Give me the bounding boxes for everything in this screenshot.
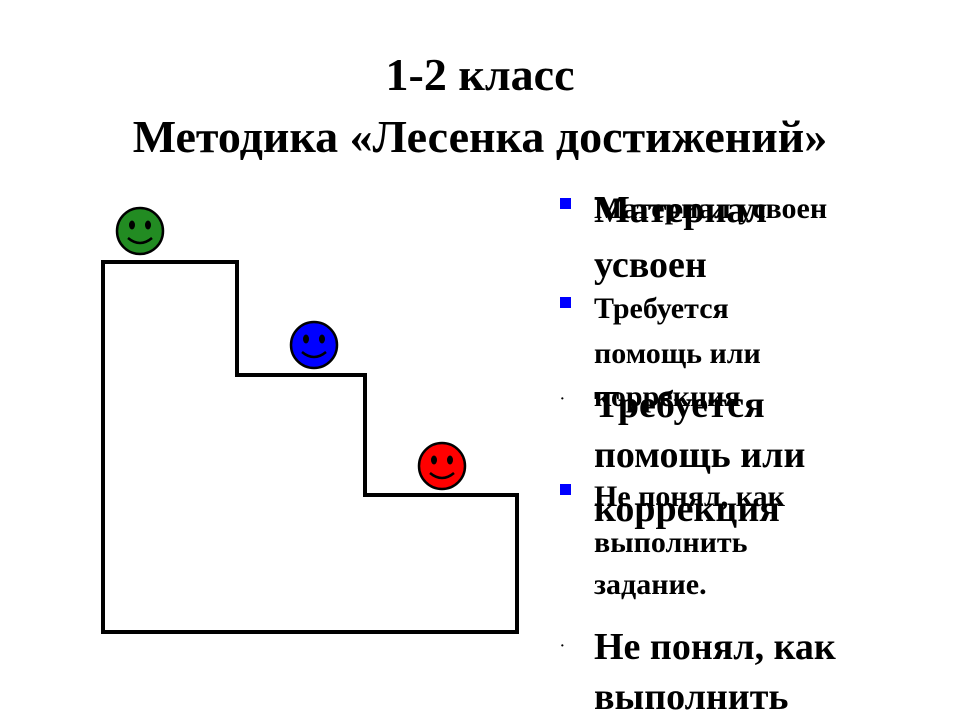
blue-smiley-icon [289, 320, 339, 370]
legend-large-item-notunderstood-line2: выполнить [594, 676, 789, 718]
bullet-square-icon [560, 484, 571, 495]
legend-small-item-notunderstood-line2: выполнить [594, 526, 748, 559]
bullet-square-icon [560, 297, 571, 308]
legend-large-item-help-line3: коррекция [594, 488, 780, 530]
legend-large-item-learned-line2: усвоен [594, 244, 707, 286]
legend-large-item-help-line1: Требуется [594, 384, 765, 426]
legend-small-item-help-line3: коррекция [594, 380, 741, 413]
legend-small-item-notunderstood-line3: задание. [594, 568, 707, 601]
bullet-dot-icon: · [560, 639, 565, 654]
legend-small-item-notunderstood-line1: Не понял, как [594, 480, 785, 513]
legend-small-item-help-line1: Требуется [594, 292, 729, 325]
staircase-outline [101, 260, 519, 634]
legend-small-item-help-line2: помощь или [594, 337, 761, 370]
red-smiley-icon [417, 441, 467, 491]
legend-large-item-learned-line1: Материал [594, 189, 768, 231]
legend-large-item-help-line2: помощь или [594, 434, 806, 476]
legend-large-item-notunderstood-line1: Не понял, как [594, 626, 836, 668]
bullet-square-icon [560, 198, 571, 209]
green-smiley-icon [115, 206, 165, 256]
slide-title-method: Методика «Лесенка достижений» [132, 111, 828, 162]
slide-title-grade: 1-2 класс [385, 49, 575, 100]
legend-small-item-learned: Материал усвоен [594, 192, 828, 225]
bullet-dot-icon: · [560, 392, 565, 407]
